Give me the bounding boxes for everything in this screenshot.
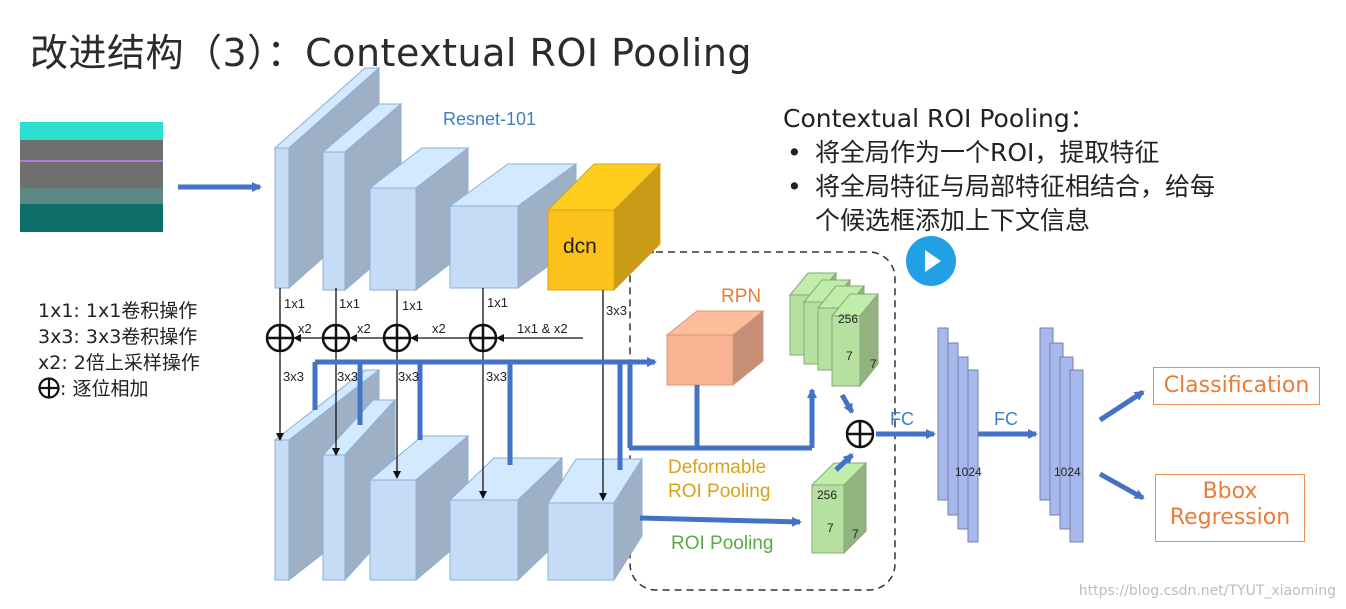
fc1-layer-3 <box>967 369 979 543</box>
resnet-block-3 <box>368 146 470 292</box>
diagram-labels: Resnet-101 dcn RPN Deformable ROI Poolin… <box>283 109 1081 554</box>
bbox-regression-box: Bbox Regression <box>1155 474 1305 542</box>
feat-bot-h: 7 <box>827 521 834 535</box>
lateral-connections <box>276 288 607 501</box>
add-node-1 <box>265 323 295 353</box>
input-image <box>20 122 163 232</box>
fc-dim-2: 1024 <box>1054 465 1081 479</box>
upsample-label: x2 <box>432 321 446 336</box>
pyramid-block-4 <box>448 456 564 582</box>
notes-bullet-2-cont: 个候选框添加上下文信息 <box>815 206 1091 235</box>
dcn-label: dcn <box>563 235 597 258</box>
conv-upsample-label: 1x1 & x2 <box>517 321 568 336</box>
fc-dim-1: 1024 <box>955 465 982 479</box>
feat-bot-w: 7 <box>852 527 859 541</box>
notes-heading: Contextual ROI Pooling： <box>783 104 1095 133</box>
pyramid-block-3 <box>368 434 470 582</box>
roi-feature-top-0 <box>830 292 880 388</box>
legend-3x3: 3x3: 3x3卷积操作 <box>38 326 198 348</box>
legend-x2: x2: 2倍上采样操作 <box>38 352 200 374</box>
fc-label-2: FC <box>994 409 1018 429</box>
watermark: https://blog.csdn.net/TYUT_xiaoming <box>1078 583 1336 599</box>
legend-add: : 逐位相加 <box>38 376 200 402</box>
upsample-label: x2 <box>357 321 371 336</box>
fc1-layer-0 <box>937 327 949 501</box>
notes-bullet-2: 将全局特征与局部特征相结合，给每 <box>783 170 1215 204</box>
classification-box: Classification <box>1153 367 1320 405</box>
legend-1x1: 1x1: 1x1卷积操作 <box>38 300 198 322</box>
resnet-block-4 <box>448 163 578 289</box>
dcn-block <box>546 162 662 292</box>
notes-panel: Contextual ROI Pooling： 将全局作为一个ROI，提取特征 … <box>783 102 1215 238</box>
conv-3x3-label: 3x3 <box>283 369 304 384</box>
rpn-label: RPN <box>721 286 761 307</box>
fc1-layer-2 <box>957 356 969 530</box>
notes-bullet-1: 将全局作为一个ROI，提取特征 <box>783 136 1215 170</box>
conv-1x1-label: 1x1 <box>284 296 305 311</box>
play-icon[interactable] <box>906 236 956 286</box>
rpn-block <box>665 309 765 387</box>
feat-bot-channels: 256 <box>817 488 837 502</box>
deformable-label: Deformable <box>668 457 766 478</box>
feat-top-channels: 256 <box>838 312 858 326</box>
add-node-3 <box>382 323 412 353</box>
conv-3x3-label: 3x3 <box>486 369 507 384</box>
regression-label: Regression <box>1169 505 1291 530</box>
conv-3x3-label: 3x3 <box>606 303 627 318</box>
add-node-2 <box>321 323 351 353</box>
upsample-label: x2 <box>298 321 312 336</box>
add-node-4 <box>468 323 498 353</box>
deformable-label-2: ROI Pooling <box>668 481 770 502</box>
conv-1x1-label: 1x1 <box>339 296 360 311</box>
circled-plus-icon <box>38 377 60 399</box>
conv-3x3-label: 3x3 <box>337 369 358 384</box>
feature-flow-arrows <box>312 357 1145 527</box>
roi-feature-bottom <box>810 461 868 555</box>
bbox-label: Bbox <box>1202 479 1258 504</box>
conv-3x3-label: 3x3 <box>398 369 419 384</box>
roi-pooling-label: ROI Pooling <box>671 533 773 554</box>
resnet-blocks <box>273 66 880 582</box>
conv-1x1-label: 1x1 <box>487 295 508 310</box>
feat-top-w: 7 <box>870 357 877 371</box>
legend-add-text: : 逐位相加 <box>60 378 149 400</box>
feat-top-h: 7 <box>846 349 853 363</box>
fc2-layer-3 <box>1069 369 1084 543</box>
legend: 1x1: 1x1卷积操作 3x3: 3x3卷积操作 x2: 2倍上采样操作 : … <box>38 298 200 402</box>
conv-1x1-label: 1x1 <box>402 298 423 313</box>
fc-layers <box>937 327 1084 543</box>
classification-label: Classification <box>1163 373 1310 398</box>
page-title: 改进结构（3）：Contextual ROI Pooling <box>30 31 753 75</box>
backbone-label: Resnet-101 <box>443 109 536 129</box>
fc1-layer-1 <box>947 342 959 516</box>
fc-label-1: FC <box>890 409 914 429</box>
elementwise-add-nodes <box>265 323 498 353</box>
